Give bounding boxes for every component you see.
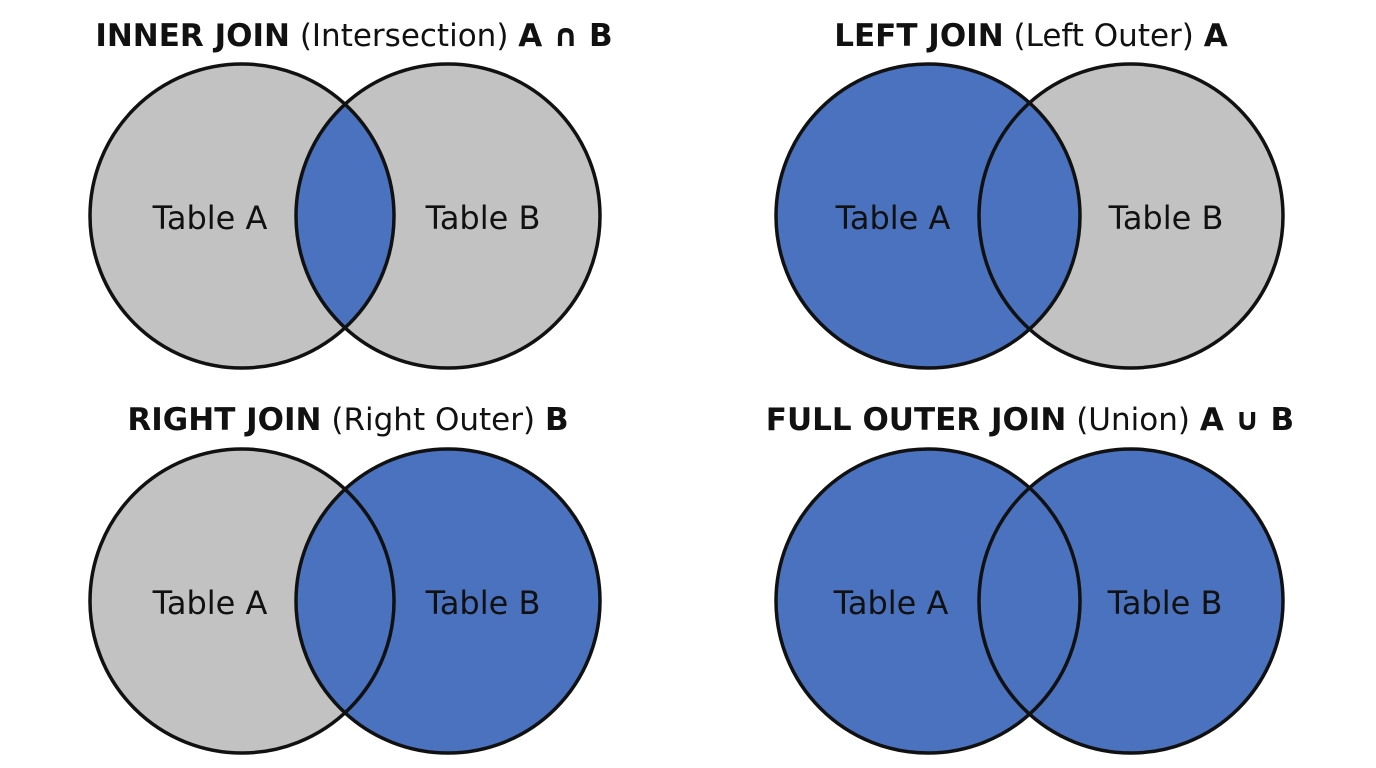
diagram-title: LEFT JOIN (Left Outer) A <box>834 18 1228 54</box>
table-b-outline <box>977 62 1285 370</box>
diagram-title: INNER JOIN (Intersection) A ∩ B <box>95 18 612 54</box>
join-name: LEFT JOIN <box>834 18 1003 54</box>
table-a-label: Table A <box>152 584 268 622</box>
join-qualifier: (Right Outer) <box>331 402 535 438</box>
join-notation: A ∪ B <box>1200 402 1294 438</box>
table-b-label: Table B <box>1108 199 1224 237</box>
join-name: RIGHT JOIN <box>127 402 321 438</box>
join-name: FULL OUTER JOIN <box>766 402 1067 438</box>
full-outer-join-diagram: FULL OUTER JOIN (Union) A ∪ B Table A Ta… <box>766 402 1294 755</box>
table-b-outline <box>294 62 602 370</box>
join-name: INNER JOIN <box>95 18 290 54</box>
right-join-diagram: RIGHT JOIN (Right Outer) B Table A Table… <box>88 402 602 755</box>
diagram-title: RIGHT JOIN (Right Outer) B <box>127 402 568 438</box>
join-qualifier: (Left Outer) <box>1014 18 1194 54</box>
table-a-label: Table A <box>835 199 951 237</box>
table-a-outline <box>774 62 1082 370</box>
table-a-label: Table A <box>833 584 949 622</box>
table-b-outline <box>294 447 602 755</box>
inner-join-diagram: INNER JOIN (Intersection) A ∩ B Table A … <box>88 18 613 370</box>
table-b-label: Table B <box>425 584 541 622</box>
join-notation: A ∩ B <box>518 18 612 54</box>
table-a-outline <box>774 447 1082 755</box>
join-notation: B <box>545 402 569 438</box>
join-qualifier: (Union) <box>1076 402 1190 438</box>
diagram-title: FULL OUTER JOIN (Union) A ∪ B <box>766 402 1294 438</box>
table-a-outline <box>88 447 396 755</box>
table-b-outline <box>977 447 1285 755</box>
join-notation: A <box>1204 18 1228 54</box>
table-a-label: Table A <box>152 199 268 237</box>
join-qualifier: (Intersection) <box>300 18 509 54</box>
table-b-label: Table B <box>425 199 541 237</box>
overlap-region <box>979 449 1080 753</box>
table-b-label: Table B <box>1107 584 1223 622</box>
overlap-region <box>979 64 1080 368</box>
table-a-outline <box>88 62 396 370</box>
left-join-diagram: LEFT JOIN (Left Outer) A Table A Table B <box>774 18 1285 370</box>
